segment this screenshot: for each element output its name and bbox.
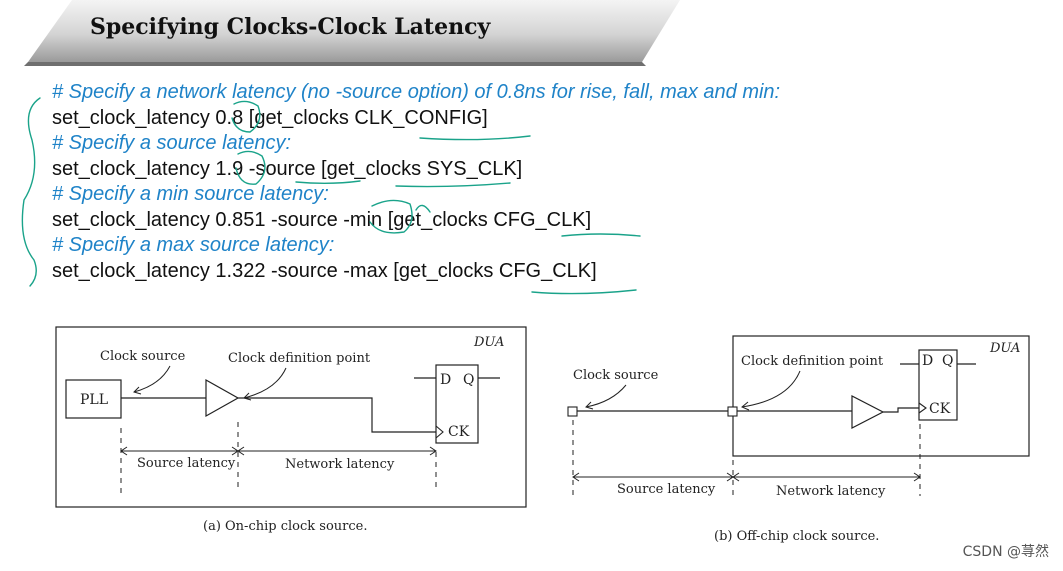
watermark: CSDN @荨然 (962, 544, 1049, 560)
clock-buffer (851, 395, 885, 429)
source-latency-label: Source latency (617, 482, 716, 497)
input-port (727, 406, 738, 417)
clock-source-label: Clock source (100, 349, 186, 364)
off-chip-source-pin (567, 406, 578, 417)
dua-label: DUA (473, 335, 504, 350)
ff-d-label: D (922, 353, 933, 369)
clock-definition-point-label: Clock definition point (741, 354, 884, 369)
figure-caption: (b) Off-chip clock source. (714, 529, 879, 544)
code-comment: # Specify a source latency: (52, 132, 292, 154)
network-latency-label: Network latency (285, 457, 395, 472)
code-comment: # Specify a max source latency: (52, 234, 335, 256)
ff-ck-label: CK (929, 401, 951, 417)
ff-q-label: Q (463, 372, 474, 388)
code-command: set_clock_latency 0.8 [get_clocks CLK_CO… (52, 106, 488, 129)
code-block: # Specify a network latency (no -source … (52, 80, 992, 284)
ff-d-label: D (440, 372, 451, 388)
ff-q-label: Q (942, 353, 953, 369)
code-command: set_clock_latency 1.9 -source [get_clock… (52, 157, 523, 180)
dua-label: DUA (989, 341, 1020, 356)
code-comment: # Specify a min source latency: (52, 183, 329, 205)
code-comment: # Specify a network latency (no -source … (52, 81, 781, 103)
clock-buffer (205, 378, 240, 418)
clock-source-label: Clock source (573, 368, 659, 383)
pll-block (65, 379, 122, 419)
flip-flop (435, 364, 479, 444)
dua-box (732, 335, 1030, 457)
slide-title: Specifying Clocks-Clock Latency (90, 14, 491, 40)
diagram-on-chip: DUA PLL D Q CK Clock source Clock defini… (55, 326, 527, 534)
source-latency-label: Source latency (137, 456, 236, 471)
clock-definition-point-label: Clock definition point (228, 351, 371, 366)
ff-ck-label: CK (448, 424, 470, 440)
diagram-off-chip: DUA D Q CK Clock source Clock definition… (567, 335, 1030, 544)
figure-caption: (a) On-chip clock source. (203, 519, 367, 534)
network-latency-label: Network latency (776, 484, 886, 499)
title-band (24, 0, 680, 66)
code-command: set_clock_latency 0.851 -source -min [ge… (52, 208, 592, 231)
code-command: set_clock_latency 1.322 -source -max [ge… (52, 259, 597, 282)
pll-label: PLL (80, 392, 108, 408)
dua-box (55, 326, 527, 508)
